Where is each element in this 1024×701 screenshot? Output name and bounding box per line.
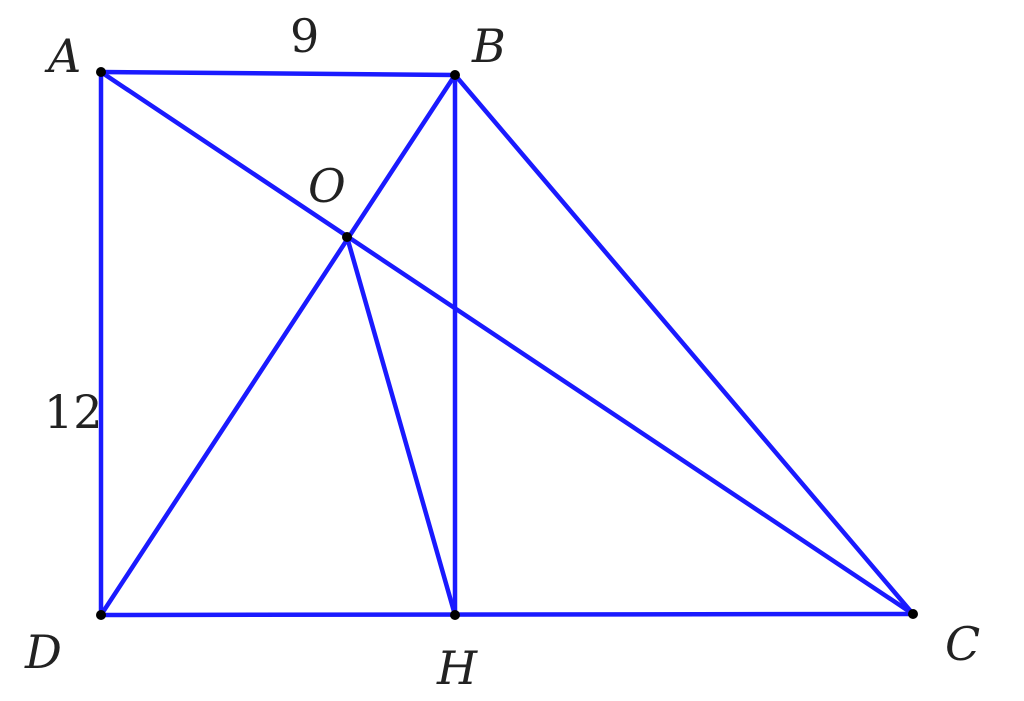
segment-dc xyxy=(98,611,916,618)
diagonal-bd xyxy=(98,72,458,618)
segment-oh xyxy=(344,234,458,618)
label-c: C xyxy=(945,617,980,671)
label-b: B xyxy=(471,19,506,73)
point-b xyxy=(450,70,460,80)
label-a: A xyxy=(44,29,81,83)
segment-ab xyxy=(98,69,458,78)
label-d: D xyxy=(24,625,62,679)
point-labels: A B O D H C xyxy=(24,19,980,695)
length-label-ad: 12 xyxy=(44,385,103,439)
length-label-ab: 9 xyxy=(290,9,319,63)
point-a xyxy=(96,67,106,77)
label-o: O xyxy=(308,159,346,213)
segment-bc xyxy=(452,72,916,617)
diagonal-ac xyxy=(98,69,916,617)
segments xyxy=(98,69,916,618)
points xyxy=(96,67,918,620)
point-h xyxy=(450,610,460,620)
point-o xyxy=(342,232,352,242)
point-d xyxy=(96,610,106,620)
length-labels: 9 12 xyxy=(44,9,319,439)
point-c xyxy=(908,609,918,619)
label-h: H xyxy=(436,641,478,695)
